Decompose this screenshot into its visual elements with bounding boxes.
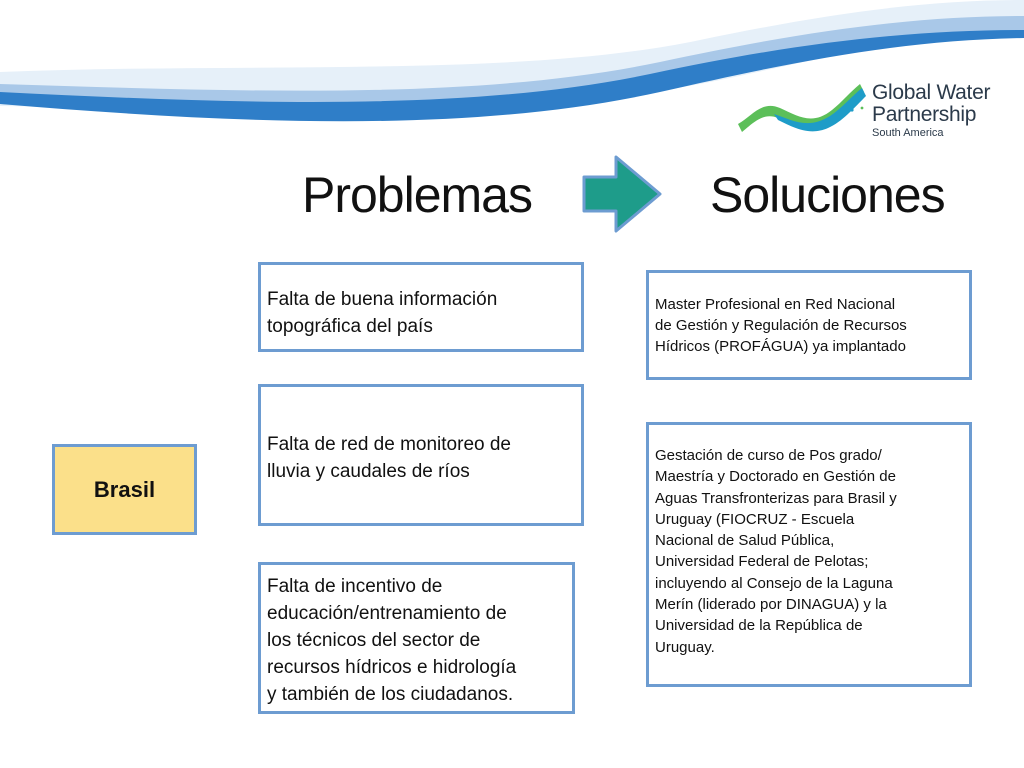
- problem-3-line-1: Falta de incentivo de: [267, 576, 443, 597]
- problem-3-line-2: educación/entrenamiento de: [267, 603, 507, 624]
- problem-2-line-1: Falta de red de monitoreo de: [267, 434, 511, 455]
- solution-2-line-1: Gestación de curso de Pos grado/: [655, 447, 882, 464]
- solution-box-1: Master Profesional en Red Nacional de Ge…: [646, 270, 972, 380]
- global-water-partnership-logo: Global Water Partnership South America: [734, 78, 1014, 148]
- logo-title-line1: Global Water: [872, 81, 991, 104]
- solutions-heading: Soluciones: [710, 167, 946, 223]
- solution-2-line-4: Uruguay (FIOCRUZ - Escuela: [655, 510, 855, 528]
- solution-2-line-9: Universidad de la República de: [655, 617, 863, 635]
- problem-3-line-4: recursos hídricos e hidrología: [267, 657, 517, 678]
- solution-1-line-3: Hídricos (PROFÁGUA) ya implantado: [655, 338, 906, 355]
- problem-box-2: Falta de red de monitoreo de lluvia y ca…: [258, 384, 584, 526]
- problem-box-1: Falta de buena información topográfica d…: [258, 262, 584, 352]
- right-arrow-icon: [582, 155, 662, 233]
- solution-2-line-10: Uruguay.: [655, 638, 715, 656]
- header-wave: [0, 0, 1024, 122]
- solution-2-line-3: Aguas Transfronterizas para Brasil y: [655, 489, 897, 507]
- problem-1-line-2: topográfica del país: [267, 316, 433, 337]
- solution-box-2: Gestación de curso de Pos grado/ Maestrí…: [646, 422, 972, 687]
- solution-2-line-5: Nacional de Salud Pública,: [655, 532, 835, 550]
- problem-box-3: Falta de incentivo de educación/entrenam…: [258, 562, 575, 714]
- logo-text: Global Water Partnership South America: [872, 82, 990, 139]
- solution-1-line-1: Master Profesional en Red Nacional: [655, 296, 896, 313]
- solution-2-line-6: Universidad Federal de Pelotas;: [655, 553, 869, 571]
- logo-title-line2: Partnership: [872, 103, 977, 126]
- solution-2-line-2: Maestría y Doctorado en Gestión de: [655, 468, 896, 486]
- wave-logo-icon: [738, 84, 866, 132]
- country-box: Brasil: [52, 444, 197, 535]
- problem-1-line-1: Falta de buena información: [267, 289, 498, 310]
- logo-subtitle: South America: [872, 127, 944, 139]
- problem-3-line-5: y también de los ciudadanos.: [267, 684, 514, 705]
- problem-2-line-2: lluvia y caudales de ríos: [267, 461, 470, 482]
- problem-3-line-3: los técnicos del sector de: [267, 630, 481, 651]
- solution-1-line-2: de Gestión y Regulación de Recursos: [655, 317, 907, 334]
- problems-heading: Problemas: [302, 167, 533, 223]
- solution-2-line-8: Merín (liderado por DINAGUA) y la: [655, 596, 887, 614]
- country-label: Brasil: [93, 476, 156, 502]
- solution-2-line-7: incluyendo al Consejo de la Laguna: [655, 574, 893, 592]
